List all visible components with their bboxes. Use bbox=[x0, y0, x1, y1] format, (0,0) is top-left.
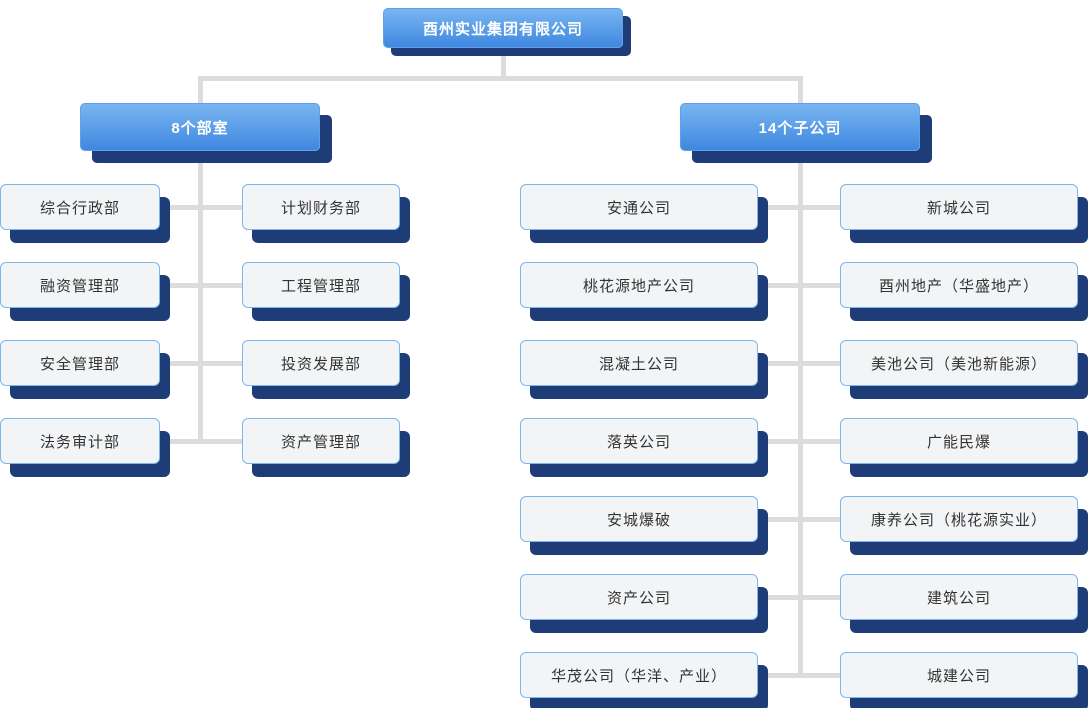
connector-subsidiaries-spine bbox=[798, 150, 803, 677]
subsidiary-box-1-6: 城建公司 bbox=[840, 652, 1078, 698]
connector-departments-spine bbox=[198, 150, 203, 443]
subsidiary-box-1-4: 康养公司（桃花源实业） bbox=[840, 496, 1078, 542]
dept-box-1-0: 计划财务部 bbox=[242, 184, 400, 230]
connector-bar-to-subsidiaries bbox=[798, 76, 803, 108]
connector-root-drop bbox=[501, 46, 506, 81]
connector-subsidiary-row-2 bbox=[748, 361, 852, 366]
connector-dept-row-3 bbox=[150, 439, 250, 444]
subsidiary-box-0-0: 安通公司 bbox=[520, 184, 758, 230]
connector-subsidiary-row-1 bbox=[748, 283, 852, 288]
root-company-label: 酉州实业集团有限公司 bbox=[422, 20, 583, 38]
subsidiaries-branch-node: 14个子公司 bbox=[680, 103, 920, 151]
subsidiary-box-0-1: 桃花源地产公司 bbox=[520, 262, 758, 308]
connector-subsidiary-row-3 bbox=[748, 439, 852, 444]
connector-subsidiary-row-6 bbox=[748, 673, 852, 678]
subsidiaries-branch-label: 14个子公司 bbox=[758, 119, 842, 137]
subsidiary-box-1-2: 美池公司（美池新能源） bbox=[840, 340, 1078, 386]
connector-subsidiary-row-0 bbox=[748, 205, 852, 210]
subsidiary-box-0-5: 资产公司 bbox=[520, 574, 758, 620]
connector-dept-row-1 bbox=[150, 283, 250, 288]
dept-box-0-2: 安全管理部 bbox=[0, 340, 160, 386]
departments-branch-label: 8个部室 bbox=[171, 119, 229, 137]
dept-box-1-2: 投资发展部 bbox=[242, 340, 400, 386]
root-company-node: 酉州实业集团有限公司 bbox=[383, 8, 623, 48]
connector-bar-to-departments bbox=[198, 76, 203, 108]
subsidiary-box-1-5: 建筑公司 bbox=[840, 574, 1078, 620]
dept-box-1-3: 资产管理部 bbox=[242, 418, 400, 464]
dept-box-0-0: 综合行政部 bbox=[0, 184, 160, 230]
subsidiary-box-0-2: 混凝土公司 bbox=[520, 340, 758, 386]
subsidiary-box-1-0: 新城公司 bbox=[840, 184, 1078, 230]
connector-dept-row-0 bbox=[150, 205, 250, 210]
subsidiary-box-1-1: 酉州地产（华盛地产） bbox=[840, 262, 1078, 308]
subsidiary-box-1-3: 广能民爆 bbox=[840, 418, 1078, 464]
connector-subsidiary-row-4 bbox=[748, 517, 852, 522]
dept-box-0-1: 融资管理部 bbox=[0, 262, 160, 308]
subsidiary-box-0-6: 华茂公司（华洋、产业） bbox=[520, 652, 758, 698]
connector-subsidiary-row-5 bbox=[748, 595, 852, 600]
dept-box-1-1: 工程管理部 bbox=[242, 262, 400, 308]
dept-box-0-3: 法务审计部 bbox=[0, 418, 160, 464]
subsidiary-box-0-3: 落英公司 bbox=[520, 418, 758, 464]
connector-dept-row-2 bbox=[150, 361, 250, 366]
connector-branch-bar bbox=[198, 76, 803, 81]
subsidiary-box-0-4: 安城爆破 bbox=[520, 496, 758, 542]
departments-branch-node: 8个部室 bbox=[80, 103, 320, 151]
